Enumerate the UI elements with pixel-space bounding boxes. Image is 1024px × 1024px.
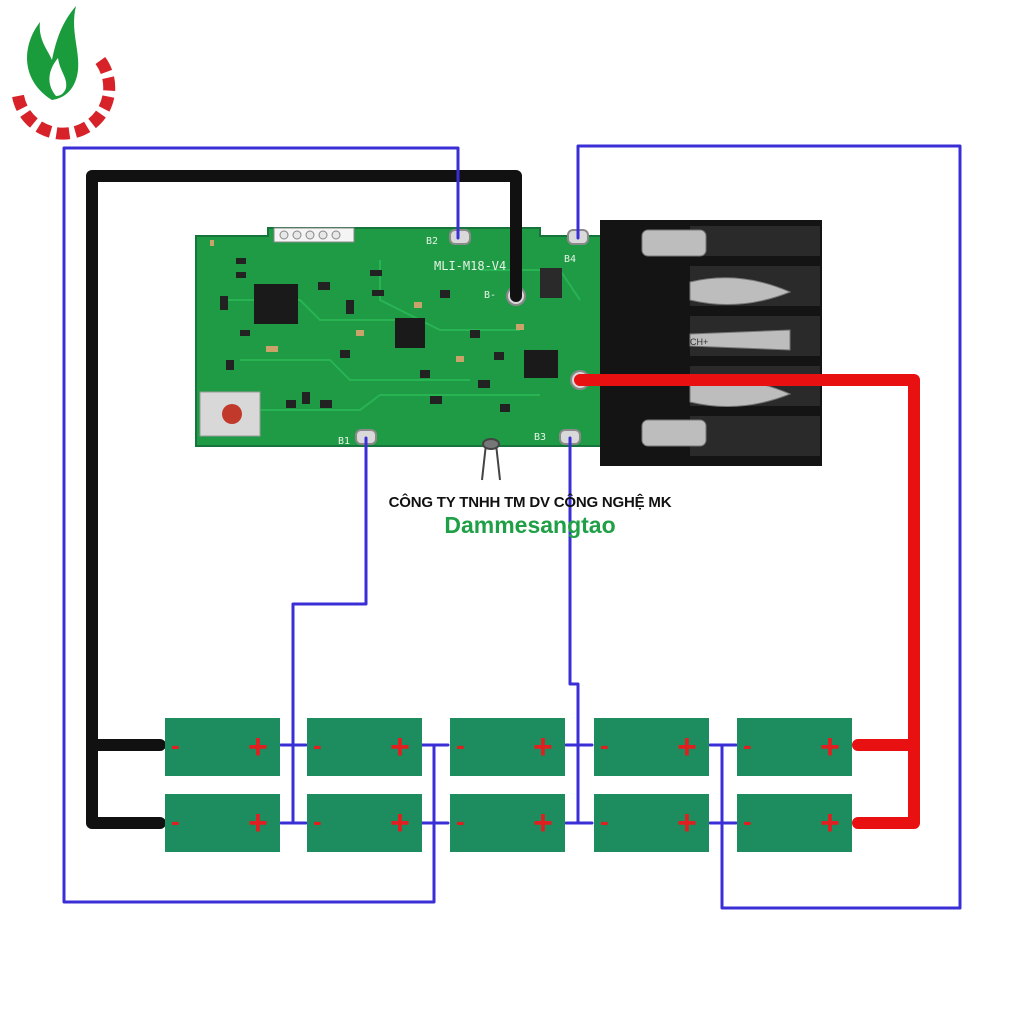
series-link-3 <box>564 743 594 825</box>
cell-negative-mark: - <box>600 730 609 760</box>
cell-positive-mark: + <box>820 728 840 766</box>
battery-cell-bottom-1: -+ <box>165 794 280 852</box>
battery-cells: -+-+-+-+-+-+-+-+-+-+ <box>165 718 852 852</box>
pad-b3-label: B3 <box>534 432 546 443</box>
cell-positive-mark: + <box>820 804 840 842</box>
cell-positive-mark: + <box>390 728 410 766</box>
pad-b2-label: B2 <box>426 236 438 247</box>
cell-negative-mark: - <box>171 730 180 760</box>
bms-circuit-board: MLI-M18-V4 B2 B4 B1 B3 B- <box>195 227 613 447</box>
company-name: CÔNG TY TNHH TM DV CÔNG NGHỆ MK <box>388 494 672 511</box>
cell-positive-mark: + <box>677 728 697 766</box>
cell-body <box>737 718 852 776</box>
cell-body <box>594 718 709 776</box>
battery-cell-top-1: -+ <box>165 718 280 776</box>
cell-negative-mark: - <box>456 806 465 836</box>
pad-b4-label: B4 <box>564 254 576 265</box>
series-link-1 <box>279 743 308 825</box>
battery-cell-top-5: -+ <box>737 718 852 776</box>
cell-body <box>165 718 280 776</box>
cell-body <box>450 718 565 776</box>
connector-mark: CH+ <box>690 337 708 347</box>
sense-wire-b4 <box>576 144 962 910</box>
cell-negative-mark: - <box>600 806 609 836</box>
cell-body <box>594 794 709 852</box>
sense-wire-b2 <box>62 146 460 904</box>
battery-cell-top-3: -+ <box>450 718 565 776</box>
series-link-2 <box>420 743 450 825</box>
battery-cell-bottom-4: -+ <box>594 794 709 852</box>
positive-wire <box>574 374 920 829</box>
pad-bminus-label: B- <box>484 290 496 301</box>
thermistor <box>481 438 501 481</box>
cell-positive-mark: + <box>390 804 410 842</box>
cell-positive-mark: + <box>533 804 553 842</box>
series-link-4 <box>708 743 738 825</box>
battery-cell-top-4: -+ <box>594 718 709 776</box>
cell-negative-mark: - <box>313 730 322 760</box>
cell-body <box>165 794 280 852</box>
battery-cell-bottom-5: -+ <box>737 794 852 852</box>
cell-positive-mark: + <box>248 804 268 842</box>
cell-body <box>307 718 422 776</box>
cell-negative-mark: - <box>743 730 752 760</box>
cell-negative-mark: - <box>171 806 180 836</box>
cell-body <box>450 794 565 852</box>
negative-wire <box>86 170 522 829</box>
cell-positive-mark: + <box>677 804 697 842</box>
battery-cell-bottom-2: -+ <box>307 794 422 852</box>
cell-negative-mark: - <box>456 730 465 760</box>
board-model-label: MLI-M18-V4 <box>434 259 506 273</box>
battery-cell-bottom-3: -+ <box>450 794 565 852</box>
brand-name: Dammesangtao <box>444 512 616 538</box>
sense-wire-b1 <box>291 436 368 825</box>
battery-terminal-connector: CH+ <box>600 220 822 466</box>
cell-positive-mark: + <box>533 728 553 766</box>
cell-body <box>307 794 422 852</box>
flame-gear-logo-icon <box>12 6 116 140</box>
cell-negative-mark: - <box>313 806 322 836</box>
battery-cell-top-2: -+ <box>307 718 422 776</box>
pad-b1-label: B1 <box>338 436 350 447</box>
cell-negative-mark: - <box>743 806 752 836</box>
cell-body <box>737 794 852 852</box>
cell-positive-mark: + <box>248 728 268 766</box>
